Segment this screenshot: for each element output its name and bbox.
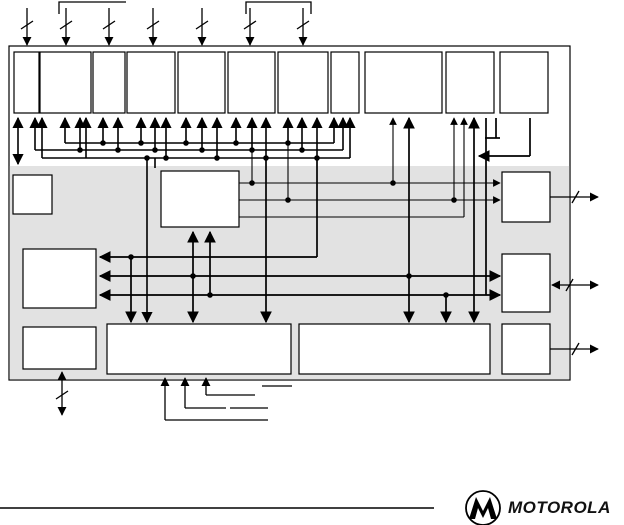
- bottom-external-io: [55, 371, 292, 421]
- left-small-block: [12, 174, 53, 215]
- top-block-6: [227, 51, 276, 114]
- bottom-middle-block: [106, 323, 292, 375]
- top-block-11: [499, 51, 549, 114]
- motorola-wordmark: MOTOROLA: [508, 498, 611, 517]
- top-block-connectors: [12, 116, 356, 166]
- top-block-9: [364, 51, 443, 114]
- top-block-10: [445, 51, 495, 114]
- right-block-2: [501, 253, 551, 313]
- right-external-io: [550, 190, 599, 356]
- top-blocks: [13, 51, 549, 114]
- motorola-batwing-logo-icon: [465, 490, 501, 525]
- top-block-7: [277, 51, 329, 114]
- central-block: [160, 170, 240, 228]
- bottom-right-wide-block: [298, 323, 491, 375]
- right-block-1: [501, 171, 551, 223]
- left-large-block: [22, 248, 97, 309]
- right-block-3: [501, 323, 551, 375]
- top-block-1: [13, 51, 40, 114]
- top-block-5: [177, 51, 226, 114]
- internal-blocks: [12, 170, 551, 375]
- top-block-2: [39, 51, 92, 114]
- junction-dots: [77, 140, 489, 298]
- main-buses: [98, 116, 531, 324]
- top-block-8: [330, 51, 360, 114]
- top-block-3: [92, 51, 126, 114]
- central-to-right-lines: [239, 117, 501, 218]
- bottom-left-block: [22, 326, 97, 370]
- top-block-4: [126, 51, 176, 114]
- top-external-inputs: [20, 1, 312, 46]
